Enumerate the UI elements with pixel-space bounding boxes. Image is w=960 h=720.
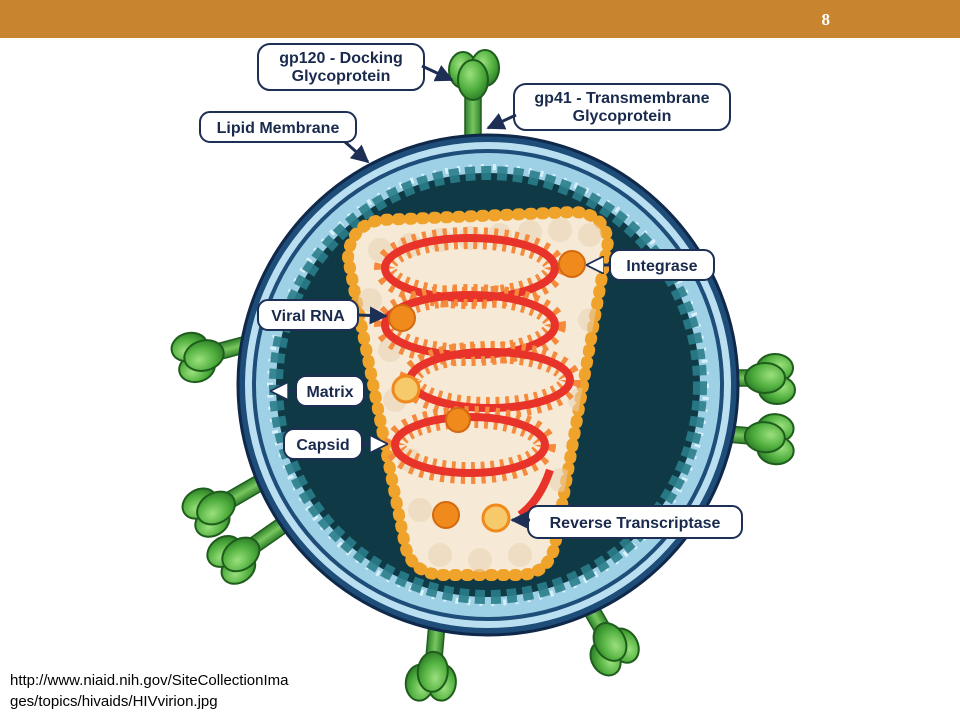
enzymes xyxy=(388,250,586,533)
gp120-label-line2: Glycoprotein xyxy=(292,68,391,85)
spike-lower-left-2 xyxy=(206,506,304,585)
capsid-enzyme xyxy=(445,407,471,433)
reverse-transcriptase-enzyme xyxy=(481,503,511,533)
enzyme-bottom-left xyxy=(432,501,460,529)
gp41-label-line2: Glycoprotein xyxy=(573,108,672,125)
callout-gp41: gp41 - Transmembrane Glycoprotein xyxy=(486,83,731,131)
matrix-enzyme xyxy=(391,374,421,404)
capsid-label: Capsid xyxy=(296,437,349,454)
reverse-transcriptase-label: Reverse Transcriptase xyxy=(550,515,721,532)
callout-matrix: Matrix xyxy=(272,375,365,407)
spike-bottom xyxy=(404,600,457,702)
spike-top xyxy=(448,49,500,146)
viral-rna-enzyme xyxy=(388,304,416,332)
source-line-1: http://www.niaid.nih.gov/SiteCollectionI… xyxy=(10,672,289,689)
callout-viral-rna: Viral RNA xyxy=(257,299,388,331)
viral-rna-label: Viral RNA xyxy=(271,308,345,325)
image-source-citation: http://www.niaid.nih.gov/SiteCollectionI… xyxy=(10,670,370,712)
integrase-enzyme xyxy=(558,250,586,278)
callout-capsid: Capsid xyxy=(283,428,386,460)
source-line-2: ges/topics/hivaids/HIVvirion.jpg xyxy=(10,693,218,710)
slide-header-bar: 8 xyxy=(0,0,960,38)
gp120-label-line1: gp120 - Docking xyxy=(279,50,403,67)
spike-lower-left-1 xyxy=(181,465,282,538)
callout-gp120: gp120 - Docking Glycoprotein xyxy=(257,43,454,91)
integrase-label: Integrase xyxy=(626,258,697,275)
callout-reverse-transcriptase: Reverse Transcriptase xyxy=(510,505,743,539)
callout-lipid-membrane: Lipid Membrane xyxy=(199,111,370,164)
lipid-membrane-label: Lipid Membrane xyxy=(217,120,340,137)
gp41-label-line1: gp41 - Transmembrane xyxy=(534,90,709,107)
slide-number: 8 xyxy=(821,10,831,29)
matrix-label: Matrix xyxy=(306,384,353,401)
callout-integrase: Integrase xyxy=(588,249,715,281)
